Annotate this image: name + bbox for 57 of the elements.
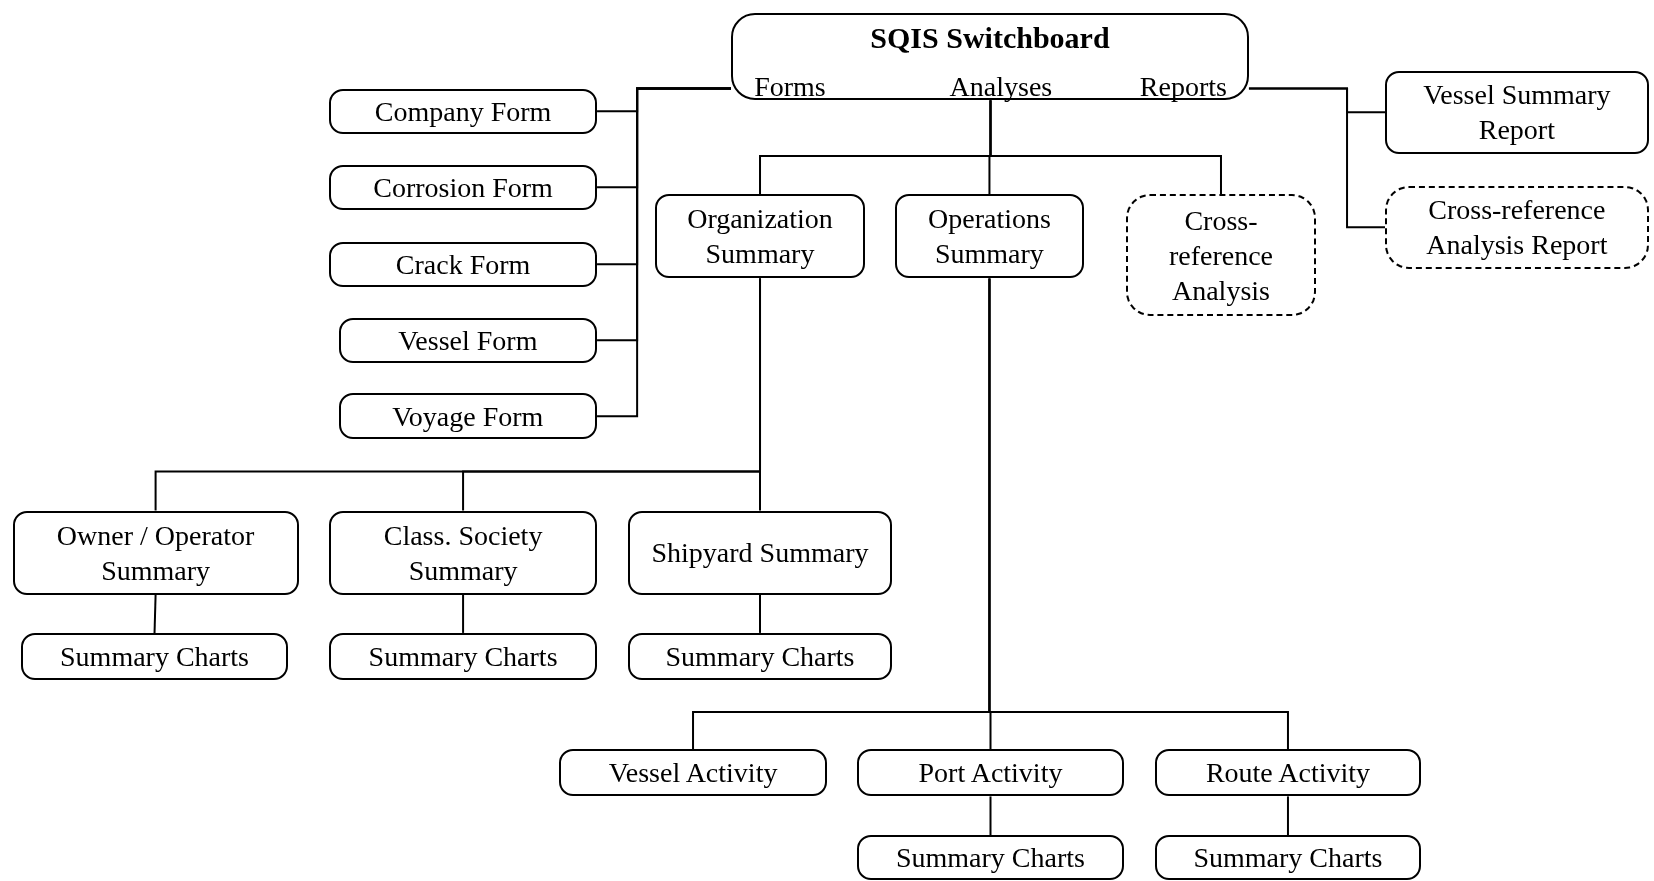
- module-label: Organization Summary: [686, 202, 834, 272]
- connector-line: [596, 87, 732, 418]
- module-label: Cross-reference Analysis Report: [1425, 193, 1609, 263]
- module-box: [329, 88, 598, 134]
- module-label: Port Activity: [918, 756, 1063, 791]
- module-label: Vessel Activity: [608, 756, 778, 791]
- connector-line: [989, 99, 1222, 196]
- module-label: Route Activity: [1205, 756, 1370, 791]
- connector-line: [989, 795, 992, 837]
- module-box: [1155, 835, 1421, 880]
- module-box: [329, 164, 598, 210]
- module-label: Voyage Form: [392, 399, 544, 434]
- module-label: Summary Charts: [896, 841, 1085, 876]
- module-box: [329, 632, 598, 681]
- module-box: [21, 632, 288, 681]
- module-box: [338, 317, 598, 363]
- module-label: Summary Charts: [665, 640, 855, 675]
- menu-item: Analyses: [949, 70, 1053, 103]
- module-label: Summary Charts: [368, 640, 558, 675]
- module-box: [1155, 748, 1421, 797]
- connector-line: [462, 593, 465, 634]
- module-label: Class. Society Summary: [382, 518, 544, 588]
- module-label: Corrosion Form: [373, 170, 553, 205]
- module-box: [338, 393, 598, 439]
- module-label: Crack Form: [395, 247, 531, 282]
- module-label: Vessel Summary Report: [1422, 78, 1612, 148]
- module-box: [627, 632, 893, 681]
- module-box: [856, 748, 1125, 797]
- connector-line: [1286, 795, 1289, 837]
- module-box: [894, 194, 1085, 279]
- module-label: Operations Summary: [927, 202, 1052, 272]
- module-box: [1385, 70, 1649, 154]
- module-label: Owner / Operator Summary: [55, 518, 256, 588]
- module-box: [329, 510, 598, 595]
- module-label: Summary Charts: [1193, 841, 1383, 876]
- switchboard-title: SQIS Switchboard: [870, 20, 1110, 55]
- module-box: [655, 194, 865, 279]
- connector-line: [153, 593, 157, 634]
- connector-line: [1247, 87, 1386, 229]
- module-label: Vessel Form: [398, 323, 538, 358]
- planned-module-box: [1385, 185, 1649, 269]
- module-label: Cross-reference Analysis: [1167, 203, 1275, 308]
- module-box: [627, 510, 893, 595]
- module-box: [856, 835, 1125, 880]
- connector-line: [759, 593, 761, 634]
- module-label: Summary Charts: [60, 640, 250, 675]
- menu-item: Reports: [1139, 70, 1227, 103]
- switchboard-box: [731, 12, 1249, 101]
- planned-module-box: [1125, 194, 1317, 317]
- module-box: [559, 748, 827, 797]
- connector-line: [759, 277, 761, 512]
- connector-line: [988, 277, 1289, 750]
- menu-item: Forms: [754, 70, 826, 103]
- module-label: Shipyard Summary: [651, 536, 869, 571]
- module-box: [329, 241, 598, 287]
- module-box: [12, 510, 299, 595]
- module-label: Company Form: [374, 94, 552, 129]
